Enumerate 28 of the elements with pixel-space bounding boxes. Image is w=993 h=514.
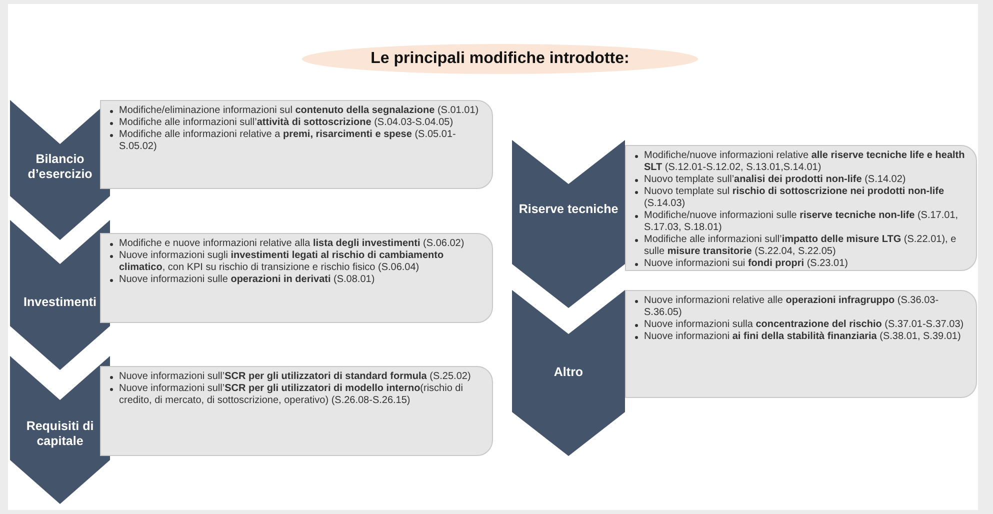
category-label: Requisiti di capitale [25, 419, 95, 449]
bullet-item: Modifiche/nuove informazioni relative alle riserve tecniche life e health SLT (S.12.01-S.12.02, S.13.01,S.14.01) [644, 150, 965, 173]
bullet-item: Modifiche/nuove informazioni sulle riserve tecniche non-life (S.17.01, S.17.03, S.18.01) [644, 210, 958, 233]
bullet-item: Nuove informazioni sulle operazioni in derivati (S.08.01) [119, 274, 375, 285]
category-label: Bilancio d’esercizio [26, 152, 94, 182]
bullet-item: Modifiche/eliminazione informazioni sul contenuto della segnalazione (S.01.01) [119, 105, 479, 116]
bullet-item: Nuove informazioni sui fondi propri (S.23.01) [644, 258, 848, 269]
bullet-item: Nuove informazioni sugli investimenti legati al rischio di cambiamento climatico, con KPI su rischio di transizione e rischio fisico (S.06.04) [119, 250, 444, 273]
info-panel [100, 233, 493, 323]
bullet-item: Modifiche alle informazioni relative a premi, risarcimenti e spese (S.05.01-S.05.02) [119, 129, 456, 152]
bullet-item: Nuovo template sul rischio di sottoscrizione nei prodotti non-life (S.14.03) [644, 186, 944, 209]
category-label: Riserve tecniche [518, 202, 620, 217]
bullet-item: Modifiche alle informazioni sull’attività di sottoscrizione (S.04.03-S.04.05) [119, 117, 454, 128]
bullet-item: Nuove informazioni ai fini della stabilità finanziaria (S.38.01, S.39.01) [644, 331, 961, 342]
title: Le principali modifiche introdotte: [370, 50, 630, 68]
bullet-item: Modifiche e nuove informazioni relative alla lista degli investimenti (S.06.02) [119, 238, 464, 249]
info-panel [625, 290, 977, 398]
info-panel [100, 366, 493, 456]
info-panel [625, 145, 977, 271]
bullet-item: Nuovo template sull’analisi dei prodotti non-life (S.14.02) [644, 174, 906, 185]
bullet-item: Modifiche alle informazioni sull’impatto delle misure LTG (S.22.01), e sulle misure transitorie (S.22.04, S.22.05) [644, 234, 956, 257]
category-label: Investimenti [22, 295, 98, 310]
bullet-item: Nuove informazioni sull’SCR per gli utilizzatori di standard formula (S.25.02) [119, 371, 471, 382]
bullet-item: Nuove informazioni relative alle operazioni infragruppo (S.36.03-S.36.05) [644, 295, 939, 318]
bullet-item: Nuove informazioni sull’SCR per gli utilizzatori di modello interno(rischio di credito, di mercato, di sottoscrizione, operativo) (S.26.08-S.26.15) [119, 383, 463, 406]
bullet-item: Nuove informazioni sulla concentrazione del rischio (S.37.01-S.37.03) [644, 319, 964, 330]
category-label: Altro [552, 365, 584, 380]
info-panel [100, 100, 493, 189]
